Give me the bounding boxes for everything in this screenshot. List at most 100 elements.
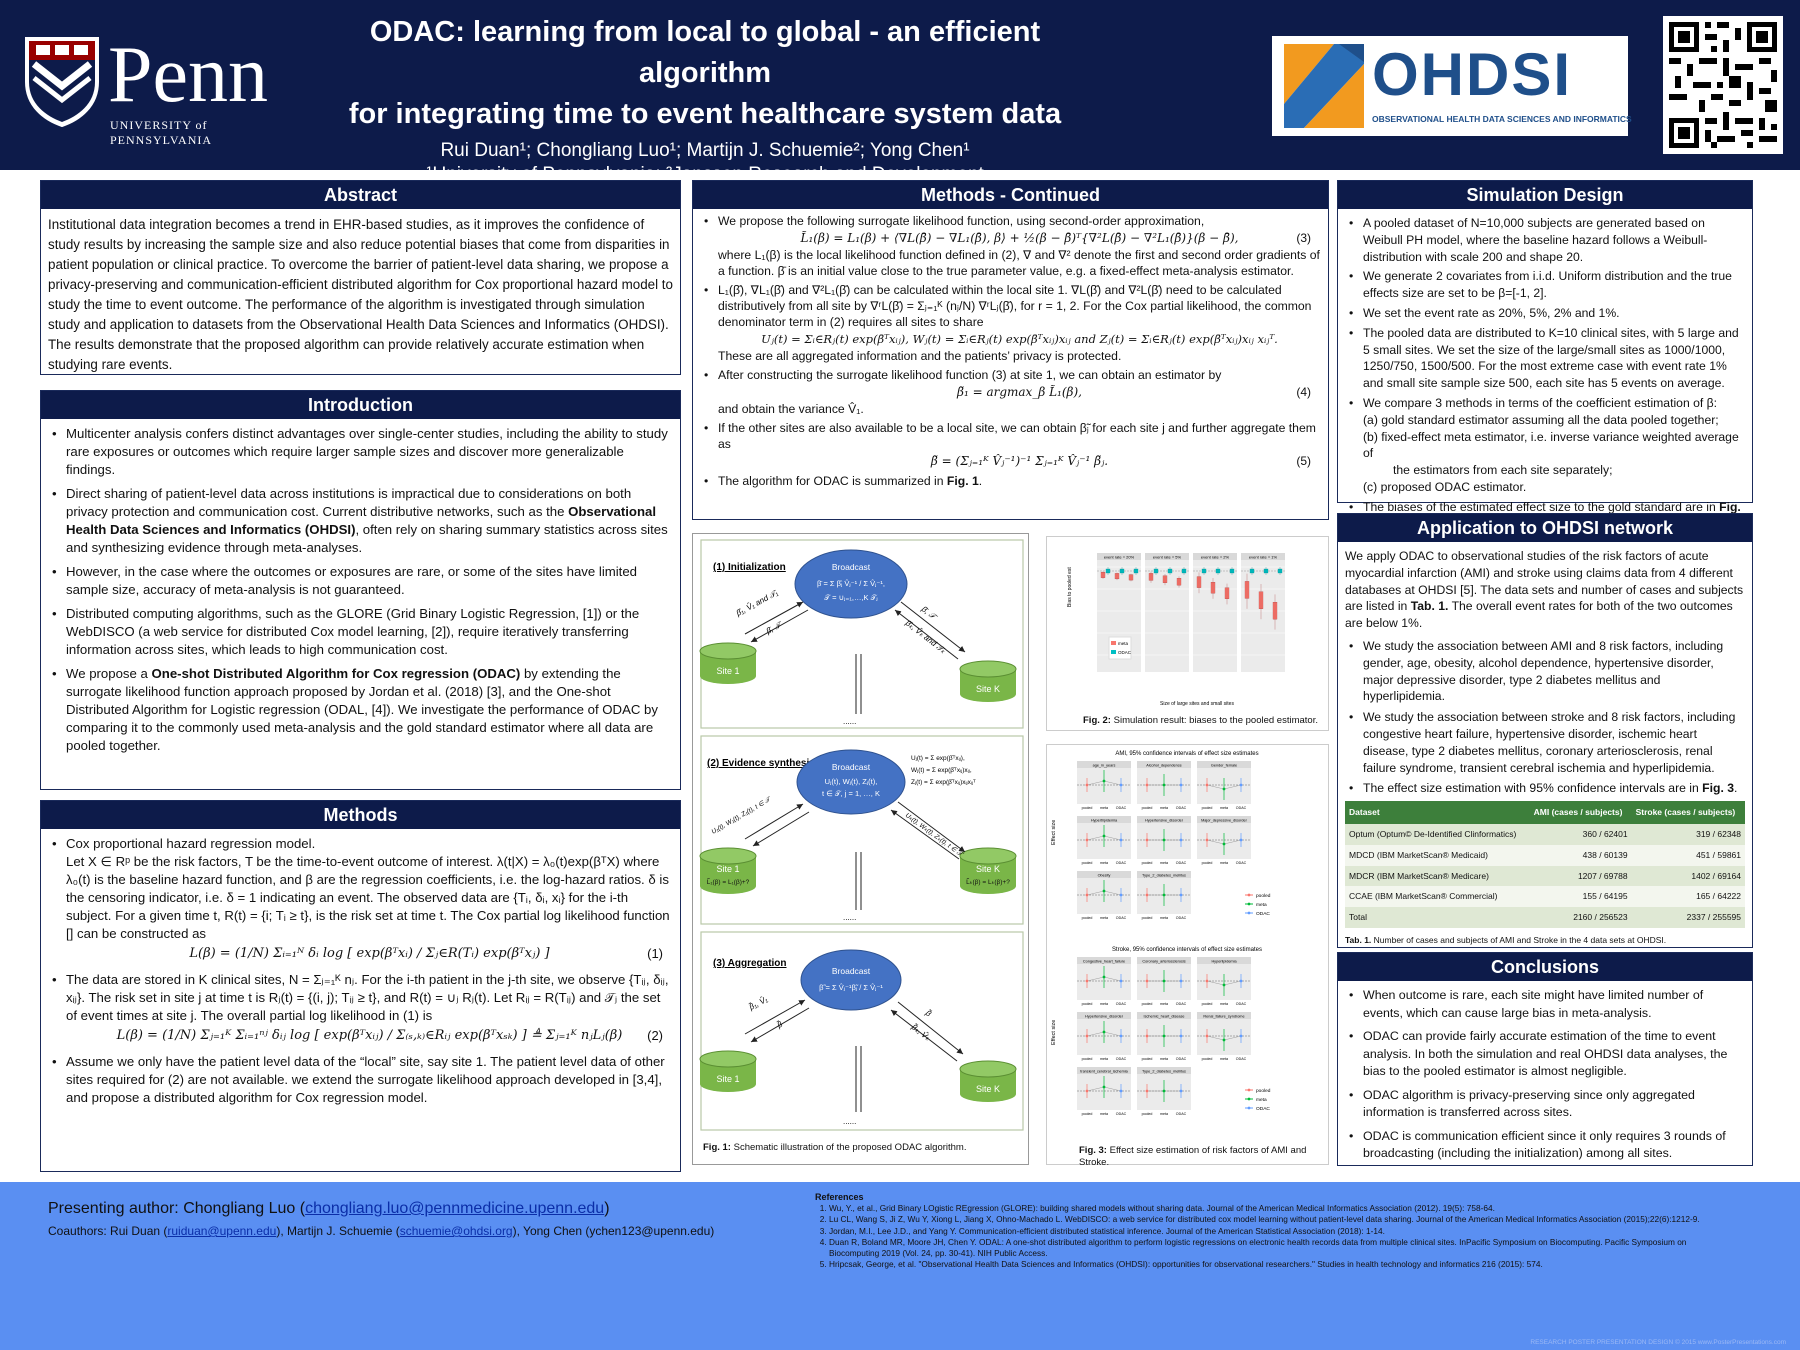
poster-title: ODAC: learning from local to global - an… bbox=[310, 12, 1100, 135]
application-panel: Application to OHDSI network We apply OD… bbox=[1337, 513, 1753, 948]
methods-bullet-2: The data are stored in K clinical sites,… bbox=[48, 971, 673, 1047]
methods-bullet-1: Cox proportional hazard regression model… bbox=[48, 835, 673, 965]
svg-text:meta: meta bbox=[1220, 861, 1228, 865]
equation-3: L̃₁(β) = L₁(β) + ⟨∇L(β̄) − ∇L₁(β̄), β⟩ +… bbox=[800, 231, 1311, 245]
svg-text:pooled: pooled bbox=[1082, 916, 1093, 920]
table-cell: 451 / 59861 bbox=[1631, 844, 1745, 866]
svg-text:meta: meta bbox=[1256, 1097, 1267, 1103]
fig1-site1-c: Site 1 bbox=[716, 1074, 739, 1084]
svg-text:meta: meta bbox=[1160, 916, 1168, 920]
introduction-panel: Introduction Multicenter analysis confer… bbox=[40, 390, 681, 790]
svg-text:Coronary_arteriosclerosis: Coronary_arteriosclerosis bbox=[1142, 960, 1185, 964]
fig1-site1-b: Site 1 bbox=[716, 864, 739, 874]
svg-text:meta: meta bbox=[1160, 1057, 1168, 1061]
svg-text:β̃: β̃ bbox=[775, 1019, 785, 1030]
mc-bullet-4: If the other sites are also available to… bbox=[700, 420, 1321, 470]
svg-text:pooled: pooled bbox=[1202, 1002, 1213, 1006]
svg-text:β̃ = Σ V̂ⱼ⁻¹β̃ⱼ / Σ V̂ⱼ⁻¹: β̃ = Σ V̂ⱼ⁻¹β̃ⱼ / Σ V̂ⱼ⁻¹ bbox=[819, 983, 883, 992]
table-cell: 438 / 60139 bbox=[1529, 844, 1632, 866]
svg-text:event rate = 2%: event rate = 2% bbox=[1201, 555, 1230, 560]
references-title: References bbox=[815, 1192, 864, 1202]
svg-text:t ∈ 𝒯, j = 1, …, K: t ∈ 𝒯, j = 1, …, K bbox=[822, 789, 880, 798]
table-cell: 165 / 64222 bbox=[1631, 886, 1745, 908]
svg-text:pooled: pooled bbox=[1202, 1057, 1213, 1061]
abstract-text: Institutional data integration becomes a… bbox=[48, 217, 673, 372]
ohdsi-wordmark: OHDSI bbox=[1372, 41, 1573, 108]
fig1-caption: Fig. 1: Schematic illustration of the pr… bbox=[703, 1142, 967, 1153]
abstract-panel: Abstract Institutional data integration … bbox=[40, 180, 681, 375]
svg-text:ODAC: ODAC bbox=[1256, 911, 1270, 917]
svg-text:Obesity: Obesity bbox=[1098, 874, 1111, 878]
svg-text:meta: meta bbox=[1100, 806, 1108, 810]
svg-text:β̄ = Σ β̂ⱼ V̂ⱼ⁻¹ / Σ V̂ⱼ⁻¹,: β̄ = Σ β̂ⱼ V̂ⱼ⁻¹ / Σ V̂ⱼ⁻¹, bbox=[817, 579, 885, 588]
table-header-1: AMI (cases / subjects) bbox=[1529, 801, 1632, 824]
svg-text:ODAC: ODAC bbox=[1176, 916, 1187, 920]
svg-text:ODAC: ODAC bbox=[1116, 806, 1127, 810]
svg-text:pooled: pooled bbox=[1142, 1002, 1153, 1006]
table-row: MDCR (IBM MarketScan® Medicare)1207 / 69… bbox=[1345, 865, 1745, 887]
svg-text:......: ...... bbox=[843, 1117, 856, 1126]
svg-text:pooled: pooled bbox=[1142, 861, 1153, 865]
schuemie-email-link[interactable]: schuemie@ohdsi.org bbox=[399, 1224, 513, 1238]
svg-text:ODAC: ODAC bbox=[1116, 1057, 1127, 1061]
svg-text:ODAC: ODAC bbox=[1236, 861, 1247, 865]
svg-text:pooled: pooled bbox=[1142, 1057, 1153, 1061]
svg-text:pooled: pooled bbox=[1202, 806, 1213, 810]
svg-text:Wⱼ(t) = Σ exp(β̄ᵀxᵢⱼ)xᵢⱼ,: Wⱼ(t) = Σ exp(β̄ᵀxᵢⱼ)xᵢⱼ, bbox=[911, 767, 972, 774]
svg-text:......: ...... bbox=[843, 717, 856, 726]
svg-text:meta: meta bbox=[1160, 1112, 1168, 1116]
svg-text:Size of large sites and small: Size of large sites and small sites bbox=[1160, 701, 1234, 707]
presenter-email-link[interactable]: chongliang.luo@pennmedicine.upenn.edu bbox=[305, 1200, 605, 1217]
reference-item: Duan R, Boland MR, Moore JH, Chen Y. ODA… bbox=[829, 1237, 1735, 1259]
methods-cox-text: Let X ∈ Rᵖ be the risk factors, T be the… bbox=[66, 854, 670, 941]
abstract-heading: Abstract bbox=[41, 181, 680, 209]
figure-2: Bias to pooled est event rate = 20%event… bbox=[1046, 536, 1329, 731]
svg-text:Broadcast: Broadcast bbox=[832, 562, 871, 572]
svg-text:meta: meta bbox=[1160, 806, 1168, 810]
svg-text:meta: meta bbox=[1100, 1057, 1108, 1061]
figure-3: AMI, 95% confidence intervals of effect … bbox=[1046, 744, 1329, 1168]
svg-text:Broadcast: Broadcast bbox=[832, 762, 871, 772]
svg-text:L̃ₖ(β) = Lₖ(β)+?: L̃ₖ(β) = Lₖ(β)+? bbox=[966, 878, 1010, 886]
penn-logo: Penn UNIVERSITY of PENNSYLVANIA bbox=[22, 30, 292, 147]
ohdsi-logo: OHDSI OBSERVATIONAL HEALTH DATA SCIENCES… bbox=[1272, 36, 1632, 136]
app-bullet-2: We study the association between stroke … bbox=[1345, 709, 1745, 776]
methods-bullet-3: Assume we only have the patient level da… bbox=[48, 1053, 673, 1107]
duan-email-link[interactable]: ruiduan@upenn.edu bbox=[167, 1224, 277, 1238]
sim-bullet-5: We compare 3 methods in terms of the coe… bbox=[1345, 395, 1745, 496]
fig3-stroke-title: Stroke, 95% confidence intervals of effe… bbox=[1112, 947, 1262, 953]
fig3-legend-ami: pooled meta ODAC bbox=[1245, 893, 1271, 917]
svg-text:pooled: pooled bbox=[1142, 806, 1153, 810]
fig1-broadcast-cloud-1 bbox=[794, 549, 908, 619]
reference-item: Wu, Y., et al., Grid Binary LOgistic REg… bbox=[829, 1203, 1735, 1214]
simulation-heading: Simulation Design bbox=[1338, 181, 1752, 209]
svg-text:Uⱼ(t) = Σ exp(β̄ᵀxᵢⱼ),: Uⱼ(t) = Σ exp(β̄ᵀxᵢⱼ), bbox=[911, 755, 965, 762]
equation-1: L(β) = (1/N) Σᵢ₌₁ᴺ δᵢ log [ exp(βᵀxᵢ) / … bbox=[189, 946, 663, 961]
svg-text:Renal_failure_syndrome: Renal_failure_syndrome bbox=[1203, 1015, 1244, 1019]
svg-text:ODAC: ODAC bbox=[1176, 1002, 1187, 1006]
methods-panel: Methods Cox proportional hazard regressi… bbox=[40, 800, 681, 1172]
equation-4: β̃₁ = argmax_β L̃₁(β),(4) bbox=[957, 385, 1311, 399]
svg-text:pooled: pooled bbox=[1256, 1088, 1271, 1094]
svg-text:𝒯 = ∪ⱼ₌₁,…,K 𝒯ⱼ: 𝒯 = ∪ⱼ₌₁,…,K 𝒯ⱼ bbox=[824, 593, 878, 602]
concl-bullet-3: ODAC algorithm is privacy-preserving sin… bbox=[1345, 1087, 1745, 1122]
fig2-chart: Bias to pooled est event rate = 20%event… bbox=[1047, 537, 1328, 707]
fig2-caption: Fig. 2: Simulation result: biases to the… bbox=[1083, 715, 1318, 726]
svg-text:ODAC: ODAC bbox=[1176, 861, 1187, 865]
intro-bullet-2: Direct sharing of patient-level data acr… bbox=[48, 485, 673, 557]
svg-text:Hyperlipidemia: Hyperlipidemia bbox=[1211, 960, 1237, 964]
conclusions-heading: Conclusions bbox=[1338, 953, 1752, 981]
ohdsi-mark-icon bbox=[1284, 44, 1364, 128]
svg-text:Major_depressive_disorder: Major_depressive_disorder bbox=[1201, 819, 1248, 823]
mc-bullet-2: L₁(β̄), ∇L₁(β̄) and ∇²L₁(β̄) can be calc… bbox=[700, 282, 1321, 364]
svg-text:meta: meta bbox=[1160, 1002, 1168, 1006]
